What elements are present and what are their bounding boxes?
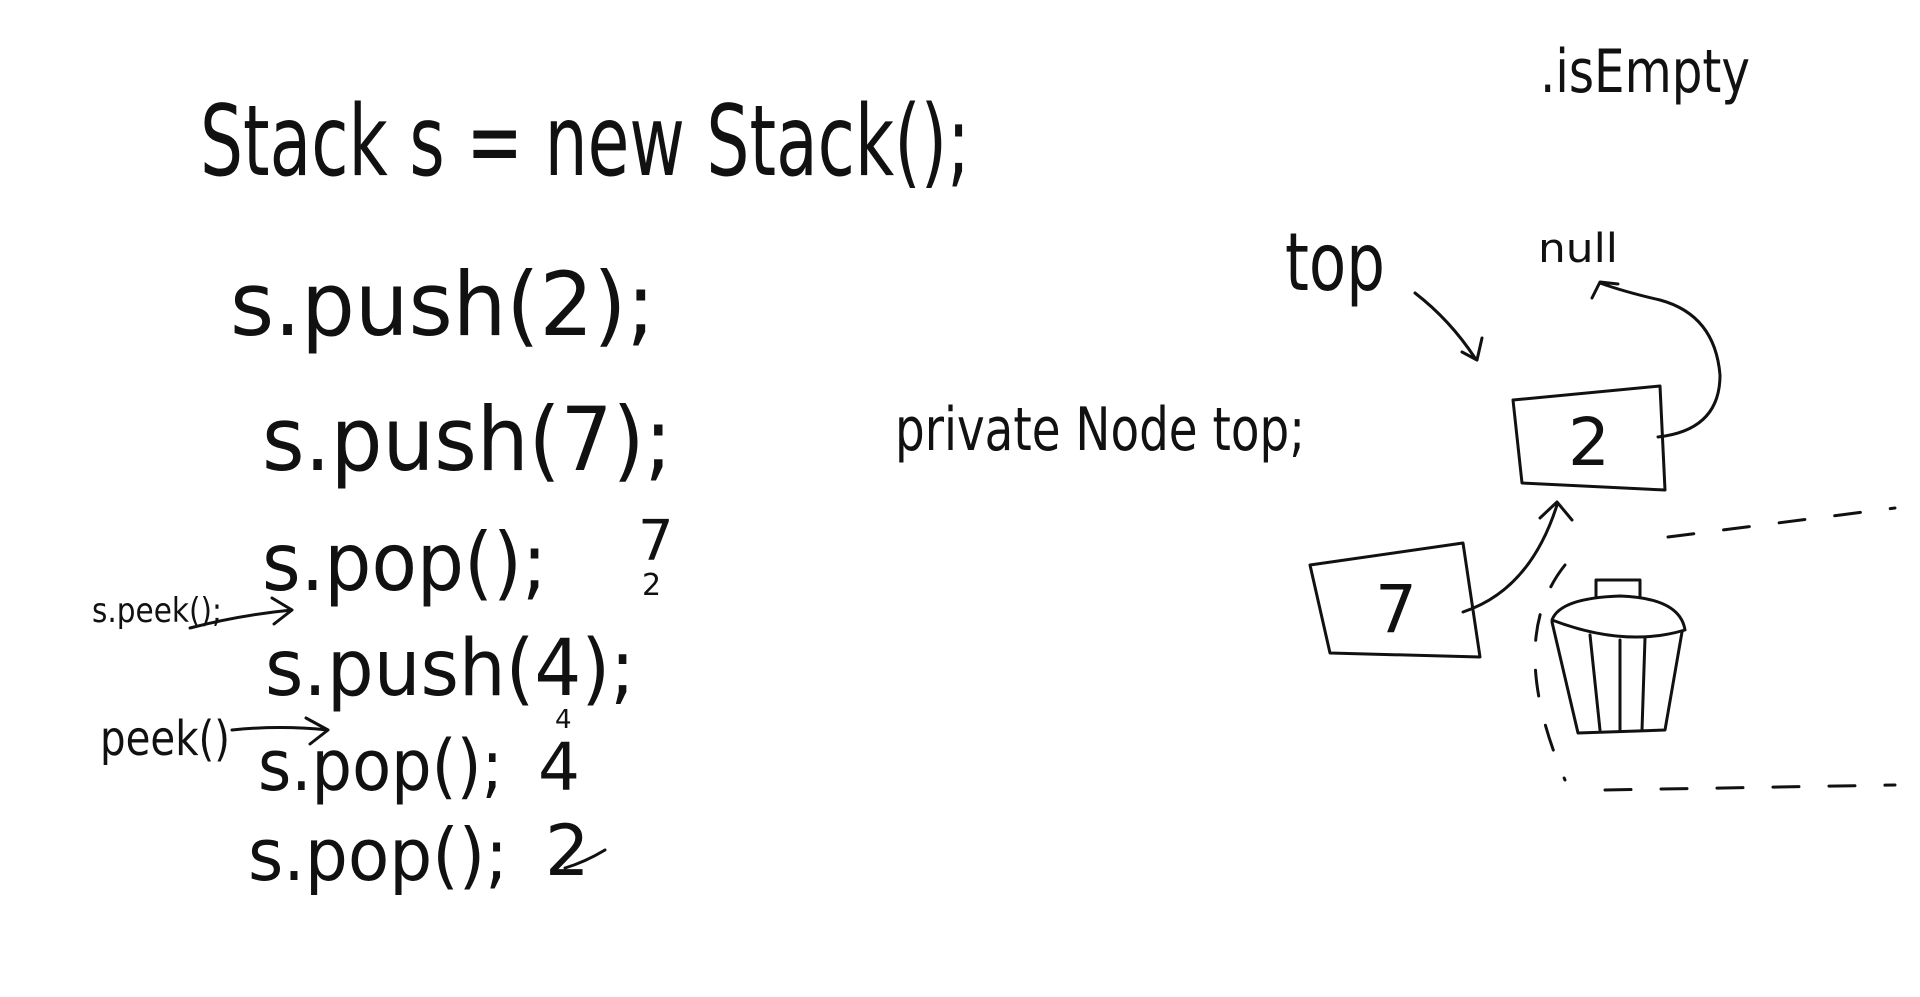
pop2-result: 4: [538, 729, 580, 806]
code-line-push-2: s.push(2);: [230, 253, 655, 356]
node-2: 2: [1511, 384, 1667, 492]
peek-arrow-1: [188, 596, 294, 630]
node-2-next-to-null-arrow: [1590, 280, 1722, 439]
trash-can-icon: [1550, 578, 1687, 735]
node-2-box: [1511, 384, 1667, 492]
pop3-underline: [563, 848, 607, 870]
node-7: 7: [1308, 541, 1482, 659]
garbage-region-boundary: [1533, 506, 1897, 792]
code-line-pop-2: s.pop();: [258, 725, 503, 807]
code-line-push-4: s.push(4);: [265, 624, 635, 714]
is-empty-note: .isEmpty: [1540, 37, 1750, 107]
top-label: top: [1285, 216, 1385, 309]
null-label: null: [1538, 226, 1618, 272]
pop3-result: 2: [545, 810, 590, 892]
pop1-result-bottom: 2: [642, 568, 661, 603]
stack-declaration: Stack s = new Stack();: [200, 85, 970, 199]
pop1-result-top: 7: [638, 509, 674, 574]
top-field-declaration: private Node top;: [895, 395, 1305, 465]
code-line-pop-3: s.pop();: [248, 813, 508, 897]
node-2-value: 2: [1568, 404, 1610, 481]
peek-arrow-2: [230, 716, 330, 746]
node-7-box: [1308, 541, 1482, 659]
code-line-pop-1: s.pop();: [262, 516, 547, 609]
peek-note-2: peek(): [100, 711, 230, 767]
node-7-value: 7: [1375, 571, 1417, 648]
pop2-result-small: 4: [555, 705, 572, 735]
code-lines: s.push(2); s.push(7); s.pop(); s.push(4)…: [230, 253, 672, 897]
code-line-push-7: s.push(7);: [262, 388, 672, 491]
node-7-next-to-node-2-arrow: [1461, 500, 1574, 614]
top-pointer-arrow: [1413, 291, 1484, 362]
